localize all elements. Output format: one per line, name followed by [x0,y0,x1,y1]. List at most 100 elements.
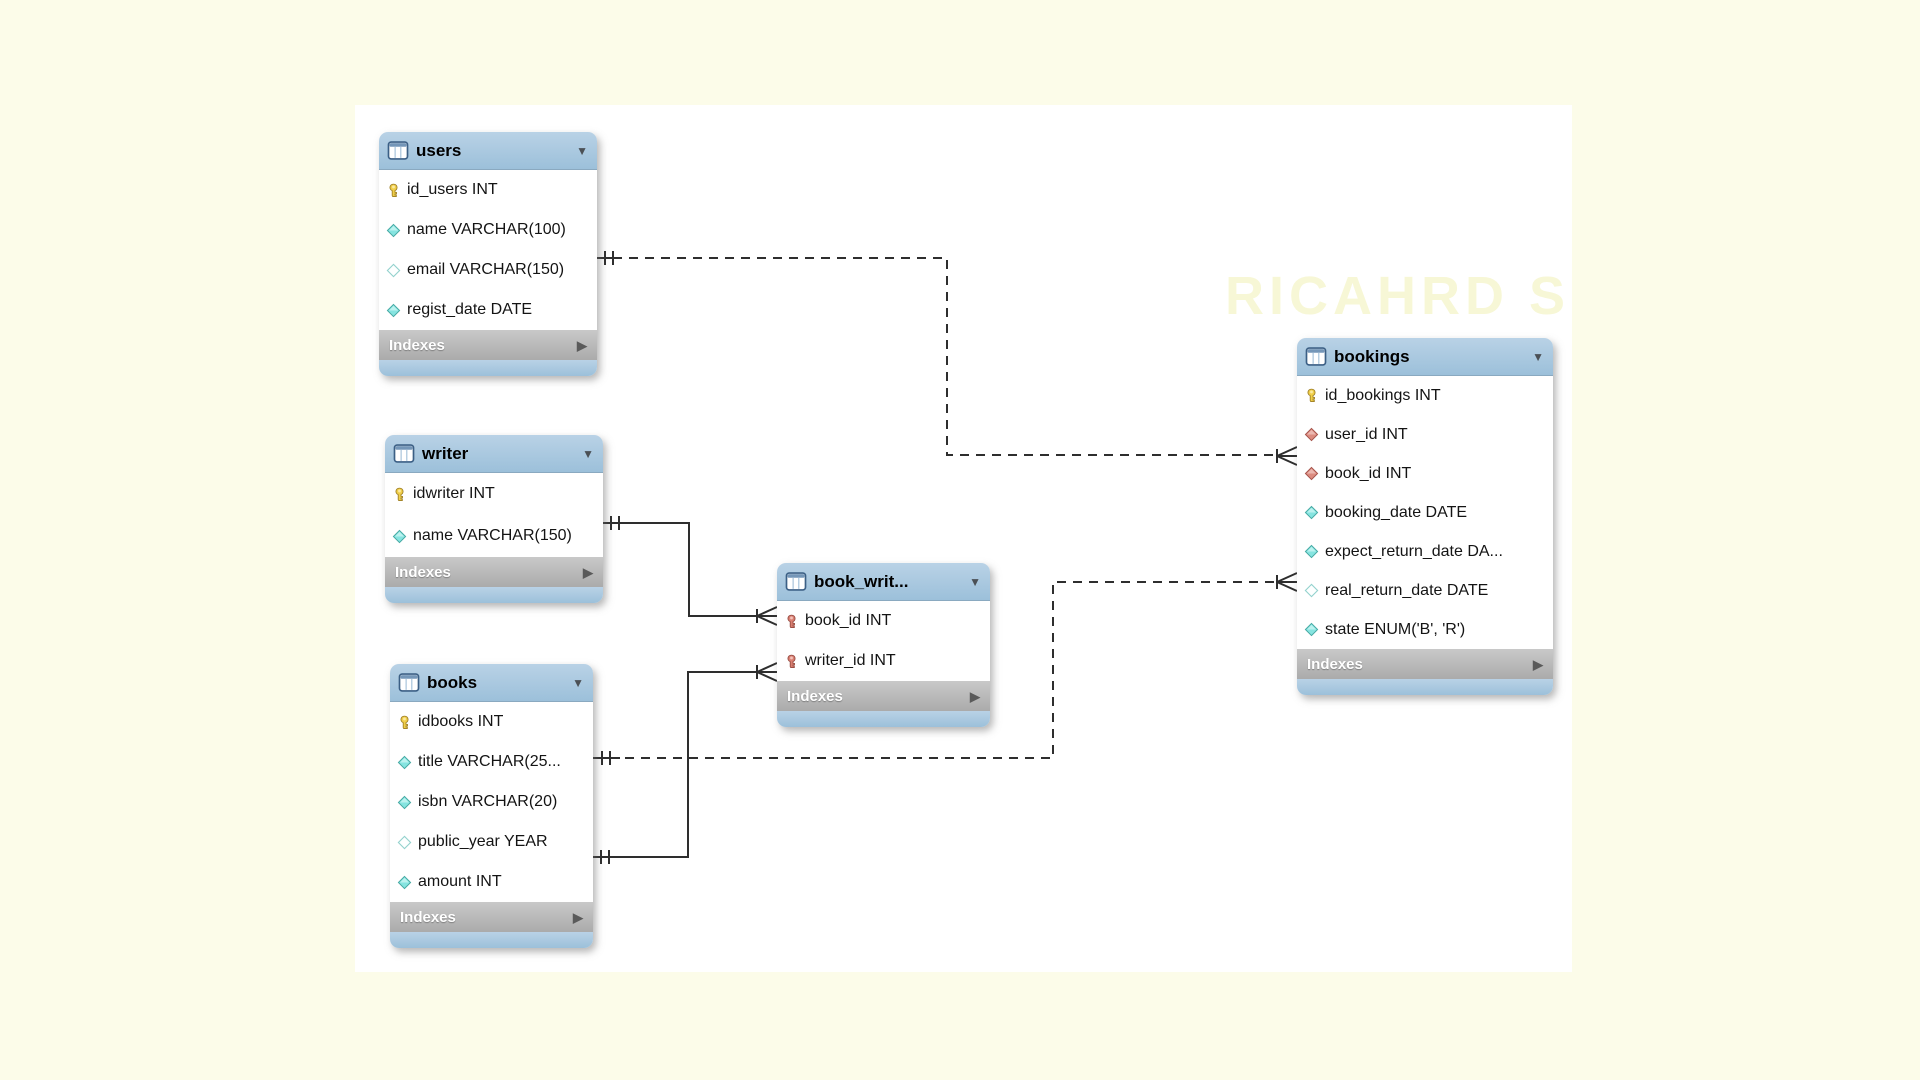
indexes-label: Indexes [389,336,445,354]
column-label: state ENUM('B', 'R') [1325,620,1466,638]
indexes-label: Indexes [395,563,451,581]
column-row[interactable]: idbooks INT [390,702,593,742]
expand-right-icon[interactable]: ▶ [583,564,593,580]
expand-right-icon[interactable]: ▶ [1533,656,1543,672]
chevron-down-icon[interactable]: ▼ [582,446,594,461]
attribute-nullable-icon [397,835,412,850]
table-users-header[interactable]: users ▼ [379,132,597,170]
expand-right-icon[interactable]: ▶ [573,909,583,925]
expand-right-icon[interactable]: ▶ [577,337,587,353]
column-label: book_id INT [1325,464,1412,482]
table-title: book_writ... [814,571,909,591]
table-bottom-strip [385,587,603,603]
column-label: expect_return_date DA... [1325,542,1503,560]
indexes-bar[interactable]: Indexes ▶ [379,330,597,360]
attribute-filled-icon [392,529,407,544]
column-row[interactable]: public_year YEAR [390,822,593,862]
column-label: id_users INT [407,181,498,198]
column-row[interactable]: id_users INT [379,170,597,210]
table-title: users [416,140,462,160]
column-row[interactable]: book_id INT [1297,454,1553,493]
column-label: isbn VARCHAR(20) [418,793,558,810]
column-row[interactable]: book_id INT [777,601,990,641]
table-books-header[interactable]: books ▼ [390,664,593,702]
column-label: real_return_date DATE [1325,581,1489,599]
indexes-bar[interactable]: Indexes ▶ [777,681,990,711]
column-row[interactable]: amount INT [390,862,593,902]
column-row[interactable]: idwriter INT [385,473,603,515]
column-row[interactable]: booking_date DATE [1297,493,1553,532]
column-row[interactable]: regist_date DATE [379,290,597,330]
indexes-bar[interactable]: Indexes ▶ [390,902,593,932]
foreign-key-icon [784,614,799,629]
column-label: idbooks INT [418,713,504,730]
column-label: name VARCHAR(150) [413,527,572,544]
column-label: amount INT [418,873,502,890]
table-bookings-header[interactable]: bookings ▼ [1297,338,1553,376]
fk-attribute-icon [1304,427,1319,442]
table-bottom-strip [390,932,593,948]
table-users[interactable]: users ▼ id_users INT name VARCHAR(100) e… [379,132,597,376]
column-label: booking_date DATE [1325,503,1468,521]
column-row[interactable]: expect_return_date DA... [1297,532,1553,571]
attribute-filled-icon [386,303,401,318]
column-row[interactable]: name VARCHAR(100) [379,210,597,250]
chevron-down-icon[interactable]: ▼ [969,574,981,589]
column-label: public_year YEAR [418,833,548,850]
indexes-label: Indexes [400,908,456,926]
attribute-nullable-icon [386,263,401,278]
indexes-bar[interactable]: Indexes ▶ [1297,649,1553,679]
table-icon [387,141,409,160]
table-bottom-strip [777,711,990,727]
column-label: email VARCHAR(150) [407,261,565,278]
column-row[interactable]: isbn VARCHAR(20) [390,782,593,822]
chevron-down-icon[interactable]: ▼ [572,675,584,690]
expand-right-icon[interactable]: ▶ [970,688,980,704]
column-row[interactable]: title VARCHAR(25... [390,742,593,782]
chevron-down-icon[interactable]: ▼ [576,143,588,158]
table-title: bookings [1334,346,1410,366]
table-title: books [427,672,478,692]
column-row[interactable]: user_id INT [1297,415,1553,454]
attribute-filled-icon [1304,505,1319,520]
attribute-filled-icon [386,223,401,238]
table-icon [393,444,415,463]
chevron-down-icon[interactable]: ▼ [1532,349,1544,364]
column-row[interactable]: name VARCHAR(150) [385,515,603,557]
primary-key-icon [392,487,407,502]
watermark-text: RICAHRD S [1225,266,1571,326]
indexes-bar[interactable]: Indexes ▶ [385,557,603,587]
column-label: book_id INT [805,612,892,629]
table-writer[interactable]: writer ▼ idwriter INT name VARCHAR(150) … [385,435,603,603]
table-books[interactable]: books ▼ idbooks INT title VARCHAR(25... … [390,664,593,948]
column-row[interactable]: state ENUM('B', 'R') [1297,610,1553,649]
indexes-label: Indexes [787,687,843,705]
table-bookings[interactable]: bookings ▼ id_bookings INT user_id INT b… [1297,338,1553,695]
attribute-filled-icon [397,755,412,770]
table-icon [785,572,807,591]
fk-attribute-icon [1304,466,1319,481]
table-icon [398,673,420,692]
column-row[interactable]: writer_id INT [777,641,990,681]
table-bottom-strip [379,360,597,376]
column-row[interactable]: real_return_date DATE [1297,571,1553,610]
attribute-filled-icon [1304,544,1319,559]
column-label: regist_date DATE [407,301,533,318]
primary-key-icon [397,715,412,730]
column-row[interactable]: id_bookings INT [1297,376,1553,415]
table-book-writer-header[interactable]: book_writ... ▼ [777,563,990,601]
indexes-label: Indexes [1307,655,1363,673]
column-label: user_id INT [1325,425,1408,443]
column-label: writer_id INT [805,652,896,669]
attribute-filled-icon [1304,622,1319,637]
table-bottom-strip [1297,679,1553,695]
column-row[interactable]: email VARCHAR(150) [379,250,597,290]
attribute-filled-icon [397,875,412,890]
foreign-key-icon [784,654,799,669]
column-label: title VARCHAR(25... [418,753,561,770]
table-book-writer[interactable]: book_writ... ▼ book_id INT writer_id INT… [777,563,990,727]
column-label: id_bookings INT [1325,386,1441,404]
table-writer-header[interactable]: writer ▼ [385,435,603,473]
column-label: idwriter INT [413,485,495,502]
